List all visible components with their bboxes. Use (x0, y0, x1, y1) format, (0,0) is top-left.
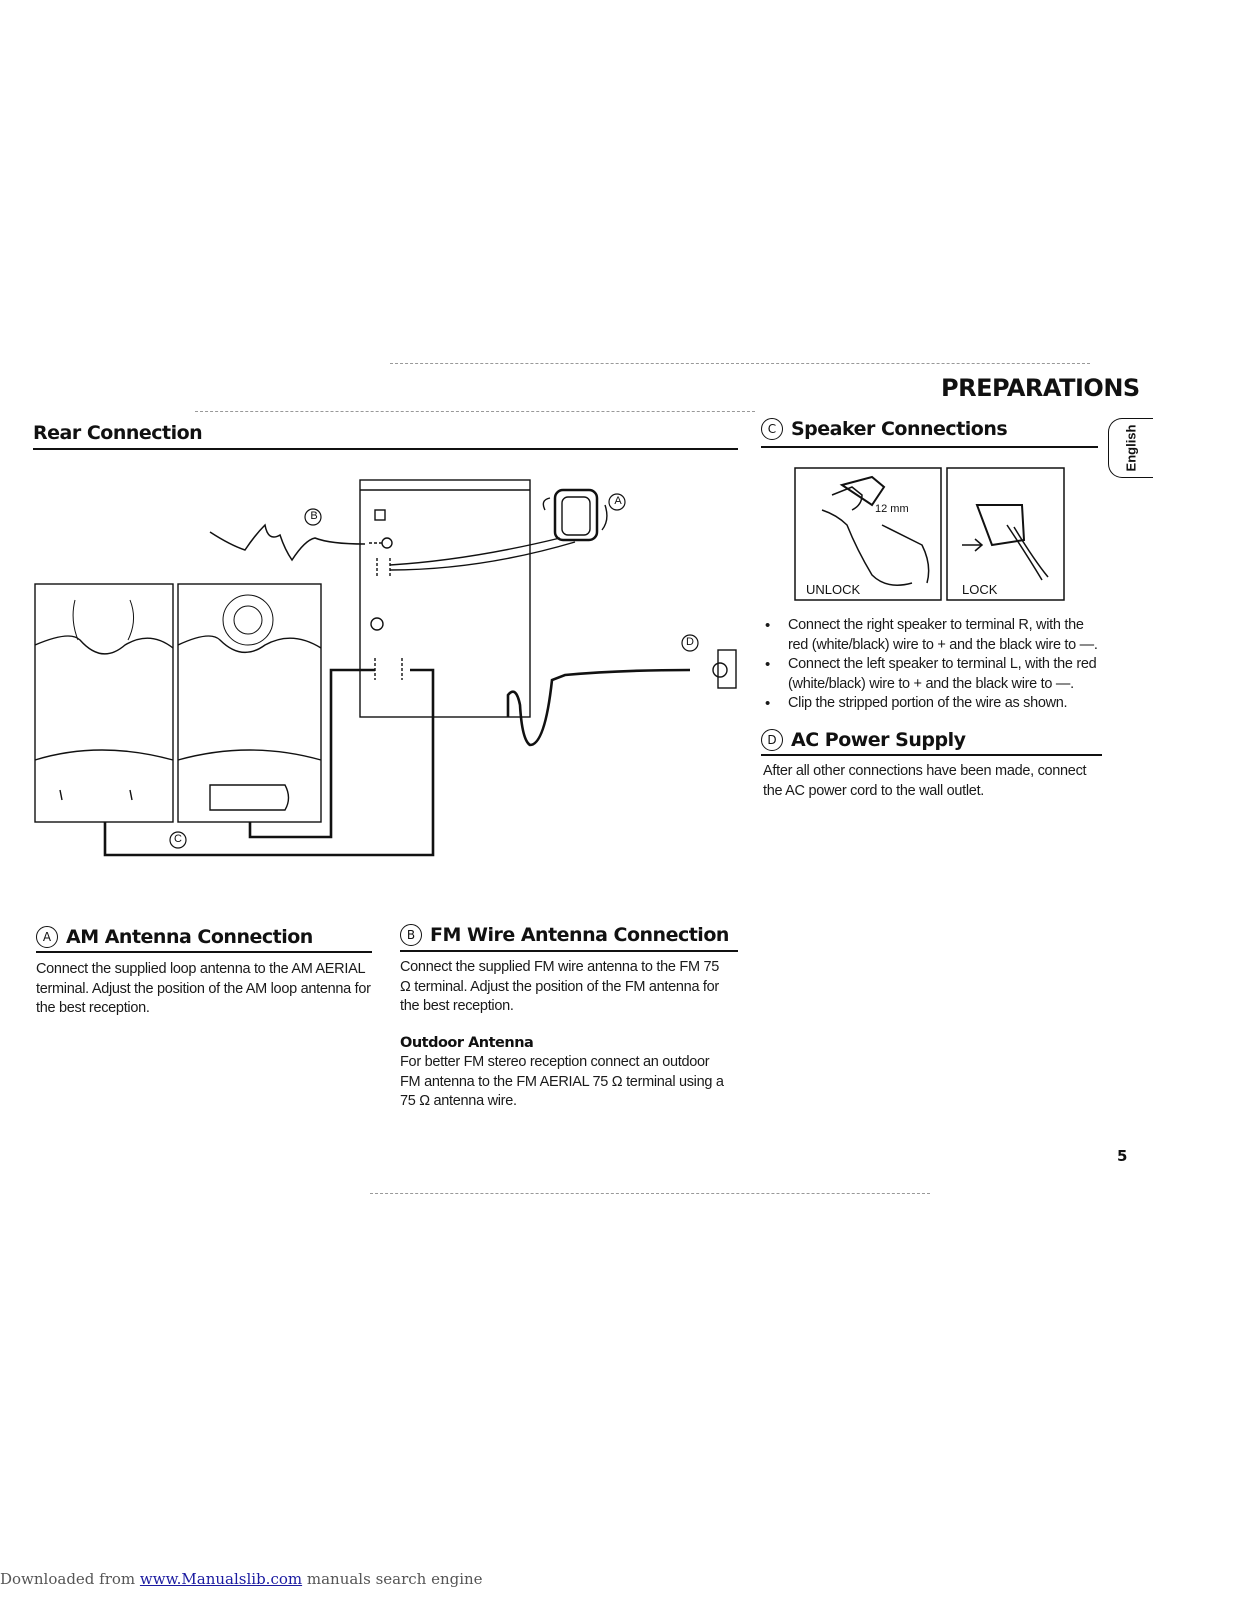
speaker-connections-rule (761, 446, 1098, 448)
am-marker-icon: A (36, 926, 58, 948)
fm-antenna-text: Connect the supplied FM wire antenna to … (400, 959, 719, 1014)
scan-line-bottom (370, 1193, 930, 1194)
language-tab: English (1108, 418, 1153, 478)
manualslib-link[interactable]: www.Manualslib.com (139, 1570, 303, 1588)
speaker-bullet-right: Connect the right speaker to terminal R,… (763, 616, 1103, 655)
main-unit (359, 479, 531, 718)
diagram-label-b: B (310, 510, 318, 522)
am-loop-antenna (389, 488, 608, 571)
am-antenna-rule (36, 951, 372, 953)
speaker-cable-right (248, 668, 375, 839)
speaker-cable-left (103, 668, 435, 857)
scan-line-top (390, 363, 1090, 364)
speaker-terminal-illustration: 12 mm (794, 467, 1065, 601)
diagram-label-c: C (174, 833, 182, 845)
measure-label: 12 mm (875, 503, 909, 515)
outdoor-antenna-text: For better FM stereo reception connect a… (400, 1054, 724, 1109)
right-speaker (177, 583, 322, 823)
diagram-label-d: D (686, 636, 694, 648)
ac-power-rule (761, 754, 1102, 756)
download-footer: Downloaded from www.Manualslib.com manua… (0, 1570, 483, 1588)
scan-line-mid (195, 411, 755, 412)
lock-label: LOCK (962, 582, 998, 597)
marker-a-circle (608, 493, 626, 511)
diagram-label-a: A (614, 495, 622, 507)
ac-marker-icon: D (761, 729, 783, 751)
speaker-instructions: Connect the right speaker to terminal R,… (763, 616, 1103, 714)
speaker-bullet-clip: Clip the stripped portion of the wire as… (763, 694, 1103, 714)
ac-power-text: After all other connections have been ma… (763, 763, 1087, 799)
ac-power-cord (506, 668, 691, 747)
rear-connection-rule (33, 448, 738, 450)
fm-antenna-rule (400, 950, 738, 952)
unlock-label: UNLOCK (806, 582, 861, 597)
marker-d-circle (681, 634, 699, 652)
page-title: PREPARATIONS (941, 374, 1140, 402)
outdoor-antenna-heading: Outdoor Antenna (400, 1035, 534, 1051)
fm-wire-antenna (209, 523, 366, 562)
marker-c-circle (169, 831, 187, 849)
am-antenna-text: Connect the supplied loop antenna to the… (36, 961, 371, 1016)
rear-connection-heading: Rear Connection (33, 422, 203, 444)
speaker-bullet-left: Connect the left speaker to terminal L, … (763, 655, 1103, 694)
left-speaker (34, 583, 174, 823)
fm-marker-icon: B (400, 924, 422, 946)
page-number: 5 (1117, 1147, 1127, 1165)
marker-b-circle (304, 508, 322, 526)
rear-connection-diagram (34, 479, 737, 857)
speaker-marker-icon: C (761, 418, 783, 440)
wall-outlet (717, 649, 737, 689)
